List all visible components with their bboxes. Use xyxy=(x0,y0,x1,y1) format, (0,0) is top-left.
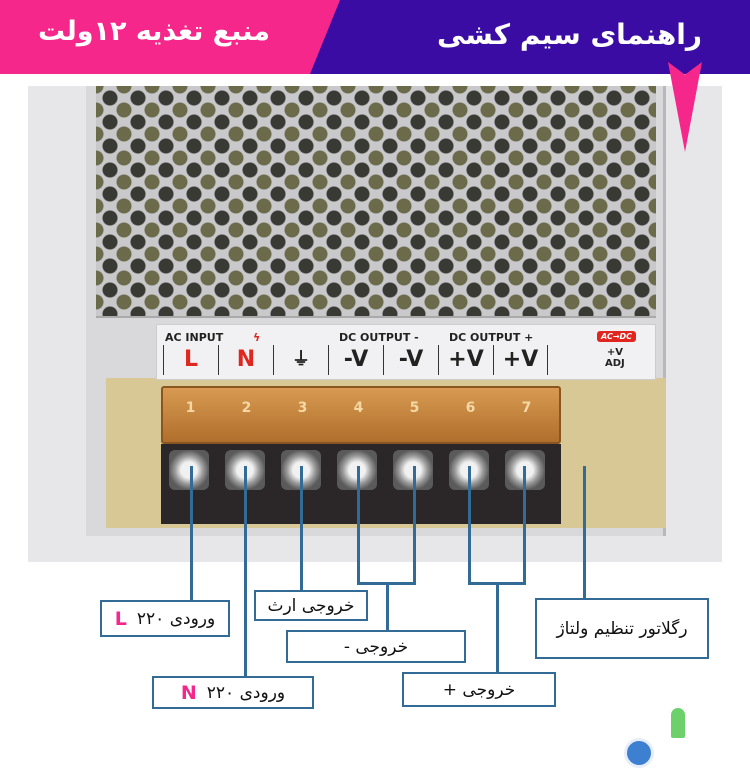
callout-letter: N xyxy=(180,681,197,704)
adj-bottom: ADJ xyxy=(605,358,625,369)
led-indicator xyxy=(671,708,685,738)
terminal-number: 3 xyxy=(297,400,308,416)
terminal-label-minus-v: -V xyxy=(328,345,383,375)
callout-text: ورودی ۲۲۰ xyxy=(206,682,286,703)
terminal-number: 1 xyxy=(185,400,196,416)
callout-earth: خروجی ارث xyxy=(254,590,368,621)
terminal-cover: 1 2 3 4 5 6 7 xyxy=(161,386,561,444)
voltage-trimmer xyxy=(624,738,654,768)
terminal-label-minus-v: -V xyxy=(383,345,438,375)
ground-icon: ⏚ xyxy=(273,345,328,375)
callout-minus-output: خروجی - xyxy=(286,630,466,663)
connector-drop-plus xyxy=(496,582,499,674)
power-supply-photo: AC INPUT ϟ DC OUTPUT - DC OUTPUT + AC→DC… xyxy=(28,86,722,768)
terminal-number: 2 xyxy=(241,400,252,416)
terminal-label-plus-v: +V xyxy=(438,345,493,375)
connector-line-minus xyxy=(413,466,416,584)
terminal-label-plus-v: +V xyxy=(493,345,548,375)
adj-top: +V xyxy=(606,347,623,358)
terminal-number: 6 xyxy=(465,400,476,416)
connector-line-plus xyxy=(468,466,471,584)
callout-plus-output: خروجی + xyxy=(402,672,556,707)
connector-line-n xyxy=(244,466,247,678)
terminal-label-n: N xyxy=(218,345,273,375)
callout-l-input: ورودی ۲۲۰ L xyxy=(100,600,230,637)
callout-n-input: ورودی ۲۲۰ N xyxy=(152,676,314,709)
connector-line-regulator xyxy=(583,466,586,600)
terminal-block xyxy=(161,444,561,524)
header-right-band xyxy=(310,0,750,74)
callout-text: خروجی ارث xyxy=(267,595,355,616)
terminal-label-strip: AC INPUT ϟ DC OUTPUT - DC OUTPUT + AC→DC… xyxy=(156,324,656,380)
ac-dc-badge: AC→DC xyxy=(597,331,637,342)
terminal-label-l: L xyxy=(163,345,218,375)
terminal-number: 4 xyxy=(353,400,364,416)
product-title: منبع تغذیه ۱۲ولت xyxy=(38,16,270,47)
dc-output-plus-label: DC OUTPUT + xyxy=(449,331,534,344)
terminal-number: 5 xyxy=(409,400,420,416)
callout-text: خروجی - xyxy=(343,636,409,657)
metal-case: AC INPUT ϟ DC OUTPUT - DC OUTPUT + AC→DC… xyxy=(86,86,685,768)
ac-input-label: AC INPUT xyxy=(165,331,224,344)
callout-voltage-regulator: رگلاتور تنظیم ولتاژ xyxy=(535,598,709,659)
connector-line-plus xyxy=(523,466,526,584)
lightning-icon: ϟ xyxy=(253,331,261,344)
terminal-number: 7 xyxy=(521,400,532,416)
callout-text: رگلاتور تنظیم ولتاژ xyxy=(556,618,688,639)
connector-line-l xyxy=(190,466,193,602)
callout-letter: L xyxy=(114,607,127,630)
connector-drop-minus xyxy=(386,582,389,632)
perforated-cover xyxy=(96,86,656,318)
connector-line-earth xyxy=(300,466,303,592)
callout-text: ورودی ۲۲۰ xyxy=(136,608,216,629)
callout-text: خروجی + xyxy=(442,679,516,700)
connector-line-minus xyxy=(357,466,360,584)
terminal-screw-icon xyxy=(169,450,209,490)
dc-output-minus-label: DC OUTPUT - xyxy=(339,331,419,344)
guide-title: راهنمای سیم کشی xyxy=(436,18,702,51)
